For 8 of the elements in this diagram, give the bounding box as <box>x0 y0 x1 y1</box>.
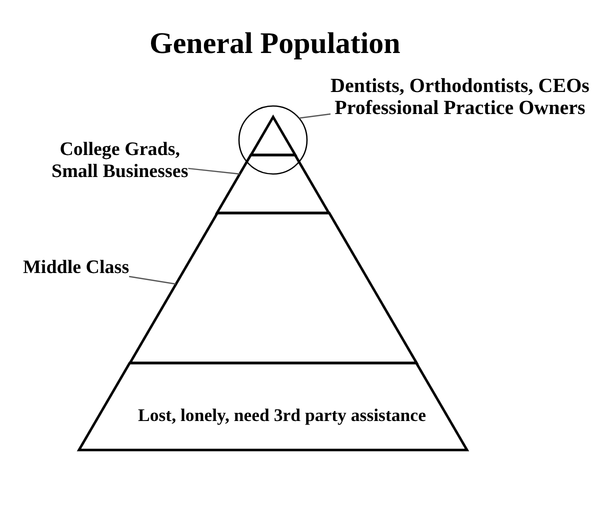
callout-text: College Grads, Small Businesses <box>52 139 188 183</box>
callout-text: Middle Class <box>23 257 130 279</box>
tier-label: Lost, lonely, need 3rd party assistance <box>138 404 426 426</box>
leader-line <box>188 168 240 175</box>
title: General Population <box>150 27 400 61</box>
leader-line <box>129 276 176 285</box>
callout-text: Dentists, Orthodontists, CEOs Professional Practice Owners <box>330 75 590 119</box>
leader-line <box>298 113 331 119</box>
